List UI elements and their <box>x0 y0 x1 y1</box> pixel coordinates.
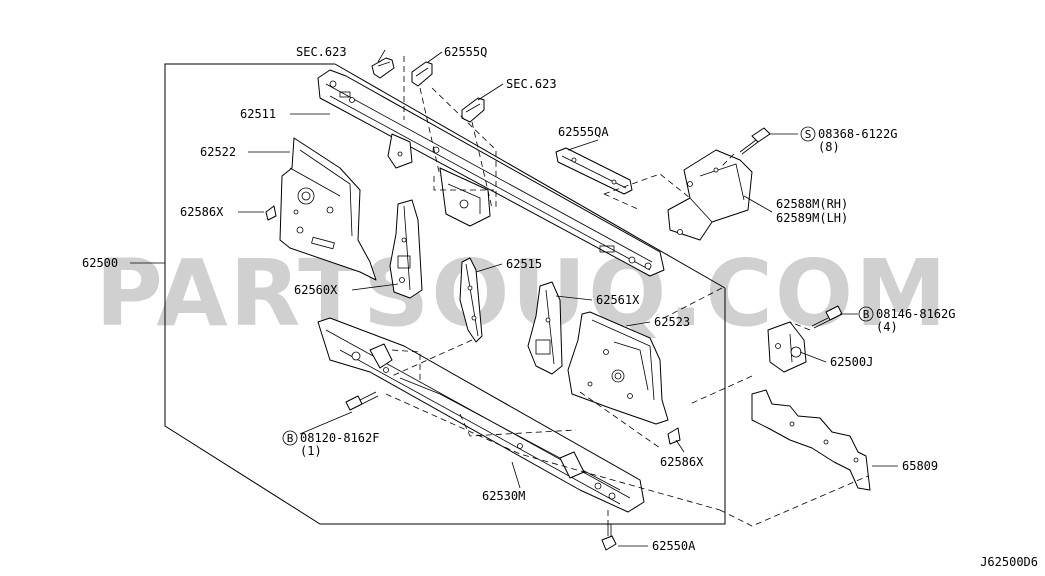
assembly-frame <box>164 63 726 525</box>
lower-core-support-62530M <box>317 317 645 513</box>
label-62530M: 62530M <box>482 489 525 503</box>
label-bolt-08120-group: B 08120-8162F (1) <box>282 430 379 458</box>
b-circle-icon <box>282 430 298 446</box>
phantom-lines <box>385 56 869 530</box>
diagram-code: J62500D6 <box>980 555 1038 569</box>
label-08368: 08368-6122G <box>818 127 897 141</box>
clip-62586X-b <box>667 427 681 445</box>
label-65809: 65809 <box>902 459 938 473</box>
label-62561X: 62561X <box>596 293 640 307</box>
label-62523: 62523 <box>654 315 690 329</box>
b-circle-icon <box>858 306 874 322</box>
bracket-62561X <box>527 281 563 375</box>
upper-core-support-62511 <box>317 69 665 277</box>
clip-62555Q <box>411 61 433 87</box>
label-62555Q: 62555Q <box>444 45 487 59</box>
label-62522: 62522 <box>200 145 236 159</box>
label-sec623-a: SEC.623 <box>296 45 347 59</box>
leader-lines <box>130 49 898 547</box>
label-62588M: 62588M(RH) <box>776 197 848 211</box>
label-62586X-b: 62586X <box>660 455 704 469</box>
label-bolt-08146-group: B 08146-8162G (4) <box>858 306 955 334</box>
bolt-08146-prefix: B <box>863 308 870 321</box>
bracket-62588M <box>667 149 753 241</box>
bolt-62550A <box>601 524 617 551</box>
label-62515: 62515 <box>506 257 542 271</box>
clip-62586X-a <box>265 205 277 221</box>
label-08120: 08120-8162F <box>300 431 379 445</box>
bolt-08120-prefix: B <box>287 432 294 445</box>
label-08120-qty: (1) <box>300 444 322 458</box>
plate-65809 <box>751 389 871 491</box>
bolt-08368 <box>739 127 771 155</box>
label-bolt-08368-group: S 08368-6122G (8) <box>800 126 897 154</box>
panel-62522 <box>279 137 377 281</box>
label-08146-qty: (4) <box>876 320 898 334</box>
label-sec623-b: SEC.623 <box>506 77 557 91</box>
label-08368-qty: (8) <box>818 140 840 154</box>
label-62586X-a: 62586X <box>180 205 224 219</box>
clip-sec623-b <box>461 97 485 123</box>
panel-62523 <box>567 311 669 425</box>
bracket-62560X <box>389 199 423 299</box>
clip-sec623-a <box>371 57 395 79</box>
bolt-08120 <box>345 391 379 411</box>
stay-62515 <box>459 257 483 343</box>
label-62511: 62511 <box>240 107 276 121</box>
bolt-08368-prefix: S <box>805 128 812 141</box>
bracket-62555QA <box>555 147 633 195</box>
label-62555QA: 62555QA <box>558 125 609 139</box>
label-62589M: 62589M(LH) <box>776 211 848 225</box>
label-62560X: 62560X <box>294 283 338 297</box>
label-62500J: 62500J <box>830 355 873 369</box>
assembly-frame-top <box>334 63 726 289</box>
s-circle-icon <box>800 126 816 142</box>
watermark: PARTSOUQ.COM <box>95 240 948 347</box>
label-08146: 08146-8162G <box>876 307 955 321</box>
label-62550A: 62550A <box>652 539 696 553</box>
label-62500: 62500 <box>82 256 118 270</box>
